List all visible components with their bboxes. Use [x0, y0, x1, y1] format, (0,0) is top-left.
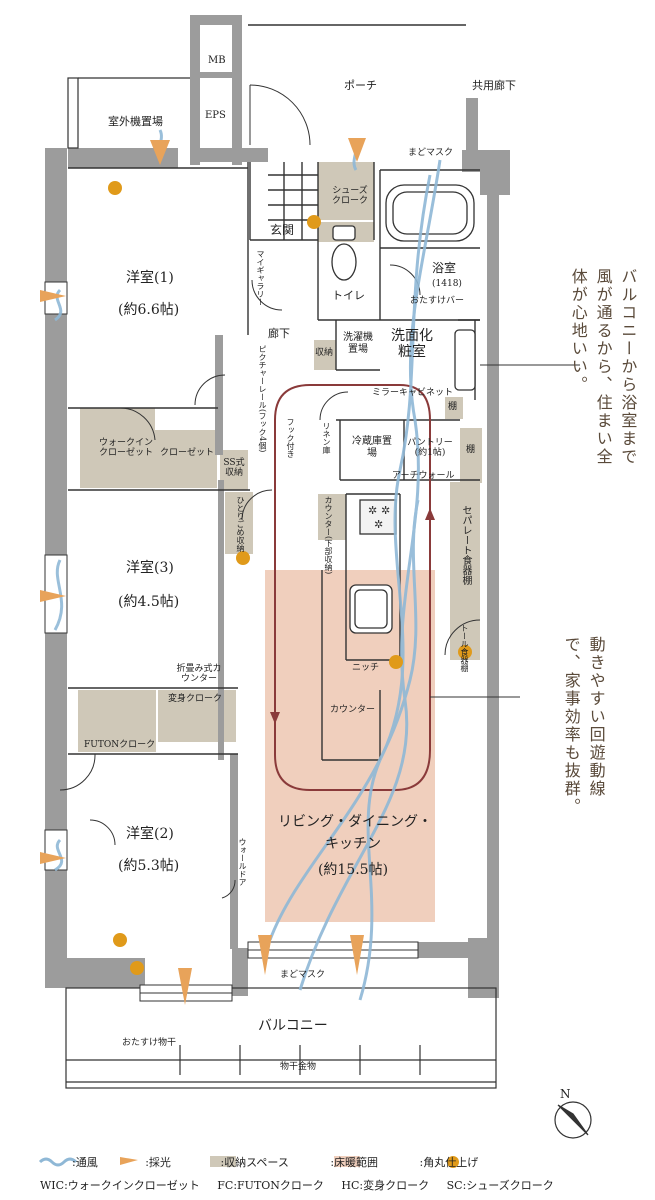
pantry-label: パントリー(約1帖) — [407, 438, 453, 459]
legend-row-1: :通風 :採光 :収納スペース :床暖範囲 :角丸仕上げ — [72, 1154, 486, 1170]
callout-lower: 動きやすい回遊動線で、家事効率も抜群。 — [561, 636, 606, 816]
legend-heating: :床暖範囲 — [330, 1156, 379, 1169]
madomask-bottom-label: まどマスク — [280, 970, 326, 980]
washroom-label: 洗面化粧室 — [391, 328, 433, 361]
henshin-closet-label: 変身クローク — [168, 694, 223, 704]
otasuke-bar-label: おたすけバー — [410, 296, 465, 306]
washer-label: 洗濯機置場 — [343, 332, 373, 355]
closet-label: クローゼット — [160, 448, 215, 458]
callout-lines — [430, 364, 580, 698]
compass-label: N — [560, 1087, 571, 1101]
wall-door-label: ウォールドア — [238, 838, 247, 886]
separate-cupboard-label: セパレート食器棚 — [460, 505, 471, 585]
drying-hardware-label: 物干金物 — [280, 1062, 317, 1072]
western1-size: (約6.6帖) — [118, 302, 180, 318]
madomask-top-label: まどマスク — [408, 148, 454, 158]
balcony-outline — [65, 77, 497, 1089]
hitorigome-label: ひとりごめ収納 — [236, 496, 245, 552]
shelf2-label: 棚 — [466, 445, 476, 455]
western3-name: 洋室(3) — [126, 560, 174, 576]
circular-route — [274, 384, 431, 791]
niche-label: ニッチ — [352, 663, 380, 673]
picture-rail-label: ピクチャーレール(フック4個) — [258, 345, 267, 453]
ldk-size: (約15.5帖) — [317, 862, 389, 878]
toilet-label: トイレ — [332, 289, 365, 302]
legend-light: :採光 — [145, 1156, 171, 1169]
callout-upper: バルコニーから浴室まで風が通るから、住まい全体が心地いい。 — [568, 268, 638, 466]
shelf-label: 棚 — [448, 402, 458, 412]
arch-wall-label: アーチウォール — [392, 471, 455, 481]
porch-label: ポーチ — [344, 79, 377, 92]
otasuke-drying-label: おたすけ物干 — [122, 1038, 177, 1048]
folding-counter-label: 折畳み式カウンター — [176, 664, 222, 685]
legend-corner: :角丸仕上げ — [419, 1156, 479, 1169]
mirror-cabinet-label: ミラーキャビネット — [372, 388, 454, 398]
western2-name: 洋室(2) — [126, 826, 174, 842]
svg-text:✲: ✲ — [374, 518, 383, 531]
gallery-label: マイギャラリー — [256, 250, 265, 306]
western3-size: (約4.5帖) — [118, 594, 180, 610]
legend-wic: WIC:ウォークインクローゼット — [40, 1179, 200, 1192]
ss-storage-label: SS式収納 — [223, 458, 245, 479]
ldk-name-line2: キッチン — [325, 836, 381, 852]
legend-storage: :収納スペース — [220, 1156, 289, 1169]
entrance-label: 玄関 — [270, 223, 295, 237]
western2-size: (約5.3帖) — [118, 858, 180, 874]
futon-closet-label: FUTONクローク — [84, 740, 156, 750]
door-swings — [59, 84, 481, 899]
partitions — [68, 24, 480, 761]
outdoor-unit-label: 室外機置場 — [108, 115, 163, 128]
legend-sc: SC:シューズクローク — [446, 1179, 554, 1192]
tall-cupboard-label: トール食器棚 — [460, 624, 469, 672]
legend-swatches — [38, 1156, 459, 1168]
shoes-closet-label: シューズクローク — [331, 186, 368, 207]
linen-label: リネン庫 — [322, 422, 331, 454]
bath-size-label: (1418) — [432, 279, 462, 289]
bath-label: 浴室 — [432, 261, 457, 275]
fridge-label: 冷蔵庫置場 — [352, 436, 392, 459]
corner-markers — [108, 181, 472, 975]
light-markers — [40, 138, 366, 1005]
hook-label: フック付き — [286, 418, 295, 458]
hallway-label: 廊下 — [268, 327, 290, 340]
eps-label: EPS — [205, 110, 226, 121]
counter-label: カウンター — [330, 705, 376, 715]
common-hall-label: 共用廊下 — [472, 79, 516, 92]
svg-text:✲: ✲ — [381, 504, 390, 517]
legend-wind: :通風 — [72, 1156, 98, 1169]
legend-row-2: WIC:ウォークインクローゼット FC:FUTONクローク HC:変身クローク … — [40, 1177, 554, 1193]
mb-label: MB — [208, 55, 226, 66]
legend-fc: FC:FUTONクローク — [217, 1179, 324, 1192]
svg-text:✲: ✲ — [368, 504, 377, 517]
legend-hc: HC:変身クローク — [341, 1179, 430, 1192]
ldk-name-line1: リビング・ダイニング・ — [278, 814, 432, 830]
stove-burners: ✲ ✲ ✲ — [368, 504, 390, 531]
western1-name: 洋室(1) — [126, 270, 174, 286]
wic-label: ウォークインクローゼット — [98, 438, 153, 459]
compass-icon — [554, 1101, 592, 1139]
storage-small-label: 収納 — [315, 348, 334, 358]
balcony-label: バルコニー — [258, 1018, 328, 1034]
wind-flows — [53, 129, 442, 1001]
counter-storage-label: カウンター(下部収納) — [324, 496, 333, 575]
